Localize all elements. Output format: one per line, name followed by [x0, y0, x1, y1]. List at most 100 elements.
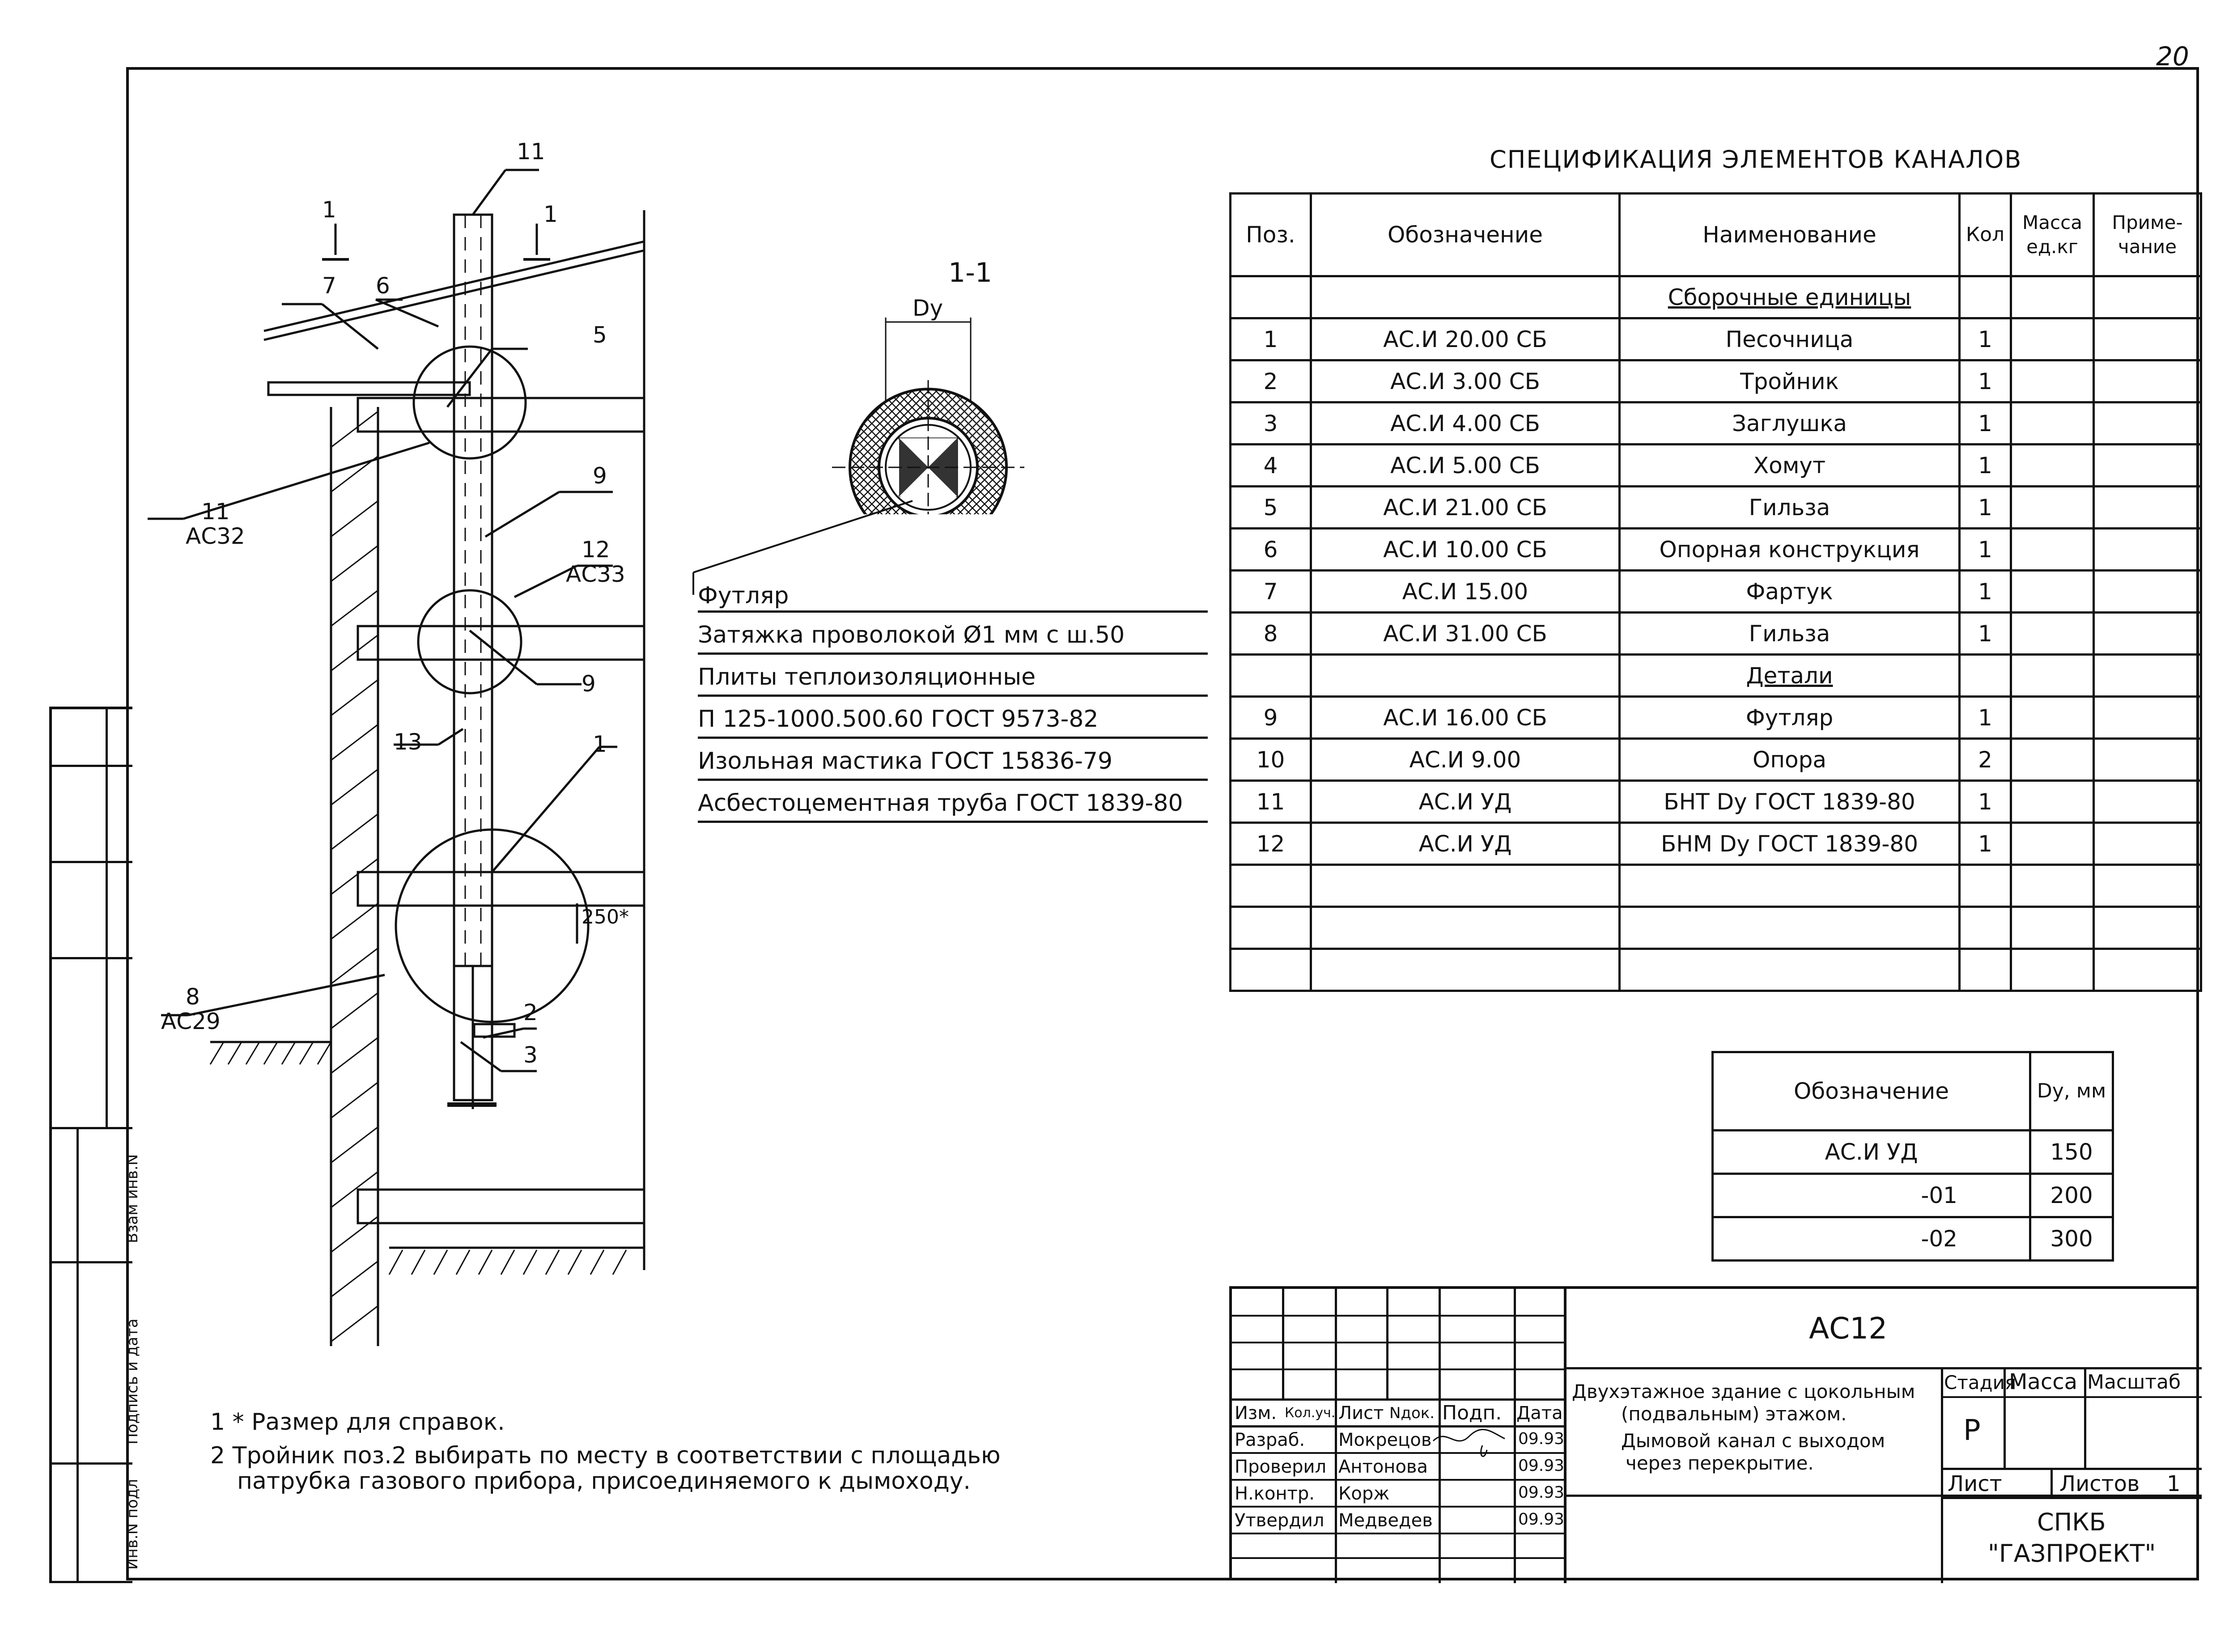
note-2-cont: патрубка газового прибора, присоединяемо…: [237, 1468, 971, 1495]
ref-ac33: АС33: [566, 561, 625, 587]
stamp-col-count: Кол.уч.: [1285, 1405, 1336, 1421]
binding-sidebar: Взам инв.N Подпись и дата Инв.N подл: [49, 707, 141, 1583]
stamp-role-check: Проверил: [1235, 1457, 1327, 1477]
page-number: 20: [2156, 41, 2189, 72]
stamp-title-2: (подвальным) этажом.: [1621, 1403, 1847, 1425]
spec-header-mass: Масса ед.кг: [2010, 192, 2095, 277]
spec-header-row: Поз. Обозначение Наименование Кол Масса …: [1229, 192, 2202, 277]
stamp-col-change: Изм.: [1235, 1403, 1277, 1423]
legend-item-3: П 125-1000.500.60 ГОСТ 9573-82: [698, 698, 1208, 739]
table-row: Сборочные единицы: [1229, 275, 2202, 319]
section-heading-details: Детали: [1618, 653, 1961, 698]
spec-header-code: Обозначение: [1310, 192, 1621, 277]
legend-item-1: Затяжка проволокой Ø1 мм с ш.50: [698, 614, 1208, 655]
callout-3: 3: [523, 1042, 538, 1068]
stamp-code: АС12: [1809, 1311, 1888, 1346]
table-row: Детали: [1229, 653, 2202, 698]
stamp-name-norm: Корж: [1338, 1483, 1390, 1504]
callout-8: 8: [186, 984, 200, 1010]
stamp-name-approve: Медведев: [1338, 1510, 1433, 1531]
callout-5: 5: [593, 322, 607, 348]
stamp-sheet-label: Лист: [1948, 1471, 2002, 1496]
table-row: [1229, 948, 2202, 992]
stamp-sheets-label: Листов: [2059, 1471, 2140, 1496]
legend-item-2: Плиты теплоизоляционные: [698, 656, 1208, 697]
section-heading-assemblies: Сборочные единицы: [1618, 275, 1961, 319]
stamp-sheets-value: 1: [2167, 1471, 2181, 1496]
spec-header-name: Наименование: [1618, 192, 1961, 277]
stamp-col-doc: Nдок.: [1389, 1404, 1435, 1422]
stamp-stage-value: Р: [1963, 1414, 1981, 1447]
stamp-role-norm: Н.контр.: [1235, 1483, 1315, 1504]
callout-6: 6: [376, 273, 390, 299]
stamp-stage-label: Стадия: [1944, 1372, 2016, 1394]
stamp-role-dev: Разраб.: [1235, 1430, 1305, 1450]
stamp-name-dev: Мокрецов: [1338, 1430, 1432, 1450]
stamp-scale-label: Масштаб: [2087, 1371, 2181, 1394]
callout-1: 1: [593, 731, 607, 757]
legend-item-4: Изольная мастика ГОСТ 15836-79: [698, 740, 1208, 781]
legend-leader-line: [692, 500, 913, 595]
section-1-1-drawing: [832, 318, 1024, 514]
stamp-title-4: через перекрытие.: [1626, 1452, 1814, 1474]
signature-mark: [1432, 1428, 1505, 1457]
note-2: 2 Тройник поз.2 выбирать по месту в соот…: [210, 1442, 1001, 1469]
callout-11: 11: [517, 139, 545, 165]
table-row: [1229, 864, 2202, 908]
stamp-date-dev: 09.93: [1518, 1430, 1565, 1448]
spec-table: Поз. Обозначение Наименование Кол Масса …: [1229, 192, 2202, 992]
stamp-col-date: Дата: [1516, 1403, 1563, 1423]
stamp-org-2: "ГАЗПРОЕКТ": [1988, 1539, 2156, 1567]
stamp-date-approve: 09.93: [1518, 1510, 1565, 1529]
stamp-title-3: Дымовой канал с выходом: [1621, 1430, 1885, 1452]
stamp-col-sheet: Лист: [1338, 1403, 1384, 1423]
title-block: Изм. Кол.уч. Лист Nдок. Подп. Дата Разра…: [1229, 1286, 2202, 1583]
stamp-date-check: 09.93: [1518, 1457, 1565, 1475]
dimension-250: 250*: [582, 906, 629, 928]
callout-9-top: 9: [593, 463, 607, 489]
stamp-date-norm: 09.93: [1518, 1483, 1565, 1502]
callout-12: 12: [582, 537, 610, 563]
stamp-mass-label: Масса: [2009, 1369, 2078, 1394]
dy-header-dy: Dy, мм: [2029, 1051, 2114, 1131]
cut-mark-left: 1: [322, 197, 336, 223]
legend-item-5: Асбестоцементная труба ГОСТ 1839-80: [698, 782, 1208, 823]
dy-header-code: Обозначение: [1711, 1051, 2031, 1131]
callout-2: 2: [523, 1000, 538, 1025]
stamp-title-1: Двухэтажное здание с цокольным: [1572, 1381, 1915, 1402]
table-row: [1229, 906, 2202, 950]
cut-mark-right: 1: [543, 201, 558, 227]
legend-item-0: Футляр: [698, 577, 1208, 613]
callout-7: 7: [322, 273, 336, 299]
callout-9-mid: 9: [582, 671, 596, 697]
ref-ac32: АС32: [186, 523, 245, 549]
spec-header-pos: Поз.: [1229, 192, 1312, 277]
stamp-org-1: СПКБ: [2037, 1508, 2106, 1536]
note-1: 1 * Размер для справок.: [210, 1409, 505, 1436]
chimney-elevation-drawing: [148, 169, 645, 1346]
callout-11-ac32: 11: [201, 499, 230, 525]
spec-header-note: Приме-чание: [2093, 192, 2202, 277]
sidebar-label-inv-orig: Инв.N подл: [123, 1478, 141, 1570]
section-title: 1-1: [948, 257, 992, 288]
stamp-role-approve: Утвердил: [1235, 1510, 1325, 1531]
ref-ac29: АС29: [161, 1008, 221, 1034]
dy-header-row: Обозначение Dy, мм: [1711, 1051, 2114, 1131]
spec-header-qty: Кол: [1958, 192, 2012, 277]
